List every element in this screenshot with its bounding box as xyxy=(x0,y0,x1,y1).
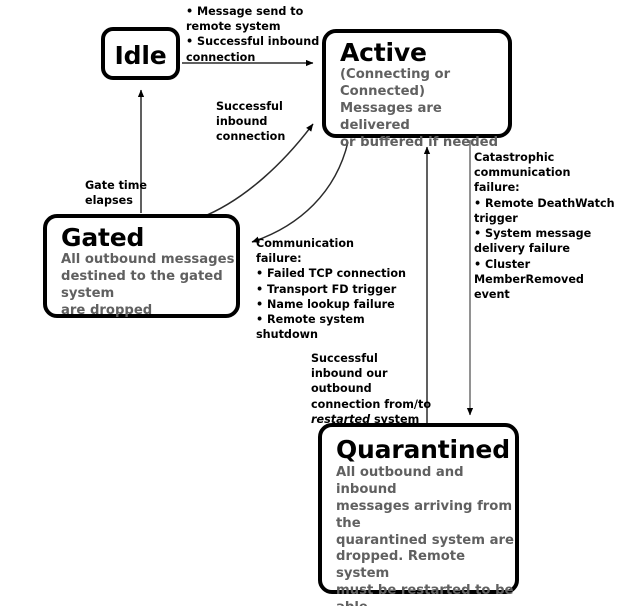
state-box-active[interactable]: Active (Connecting or Connected) Message… xyxy=(322,29,512,150)
state-title-gated: Gated xyxy=(61,223,145,252)
transition-label-active-to-gated: Communication failure: • Failed TCP conn… xyxy=(256,237,406,342)
edge-gated-to-active xyxy=(199,123,314,219)
edge-active-to-gated xyxy=(251,141,349,243)
state-description-quarantined: All outbound and inbound messages arrivi… xyxy=(336,465,514,606)
state-title-active: Active xyxy=(340,38,427,67)
transition-label-italic-restarted: restarted xyxy=(311,412,371,426)
state-title-quarantined: Quarantined xyxy=(336,435,510,464)
transition-label-gated-to-active: Successful inbound connection xyxy=(216,100,286,144)
transition-label-part1: Successful inbound our outbound connecti… xyxy=(311,352,432,411)
state-box-gated[interactable]: Gated All outbound messages destined to … xyxy=(43,214,240,318)
state-description-active: (Connecting or Connected) Messages are d… xyxy=(340,67,499,150)
state-description-gated: All outbound messages destined to the ga… xyxy=(61,252,235,318)
state-box-quarantined[interactable]: Quarantined All outbound and inbound mes… xyxy=(318,423,519,606)
transition-label-part2: system xyxy=(370,412,420,426)
transition-label-gated-to-idle: Gate time elapses xyxy=(85,179,147,208)
transition-label-idle-to-active: • Message send to remote system • Succes… xyxy=(186,5,320,64)
state-title-idle: Idle xyxy=(114,41,167,70)
state-box-idle[interactable]: Idle xyxy=(101,27,180,80)
transition-label-quarantined-to-active: Successful inbound our outbound connecti… xyxy=(311,351,446,427)
transition-label-active-to-quarantined: Catastrophic communication failure: • Re… xyxy=(474,151,615,302)
